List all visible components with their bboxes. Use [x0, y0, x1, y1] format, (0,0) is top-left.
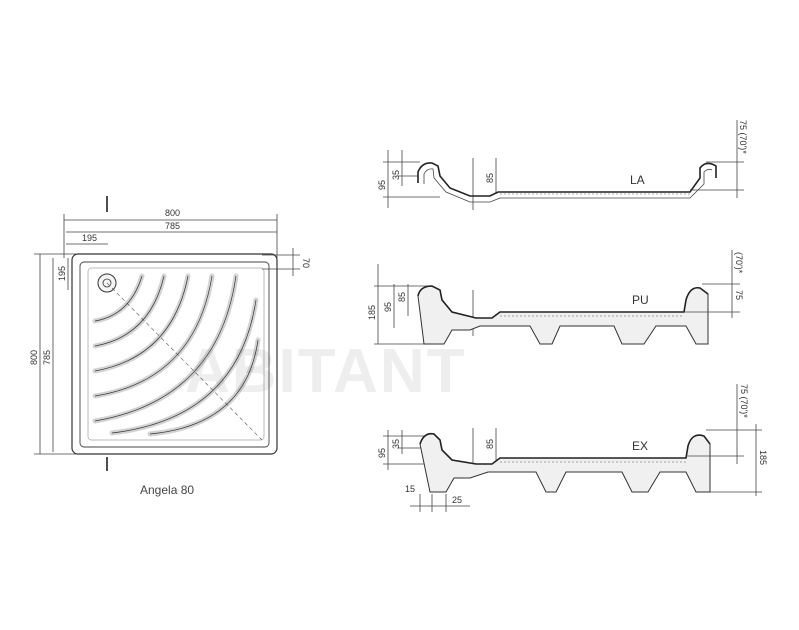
pu-dim-d: (70')*: [734, 252, 744, 274]
la-dim-c: 85: [485, 173, 495, 183]
ex-dim-e: 185: [758, 450, 768, 465]
ex-dim-a: 95: [377, 448, 387, 458]
dim-drain-x: 195: [82, 233, 97, 243]
section-pu: 185 95 85 (70')* 75 PU: [367, 250, 744, 345]
pu-dim-b: 95: [383, 302, 393, 312]
watermark: ABITANT: [185, 337, 466, 406]
pu-dim-e: 75: [734, 290, 744, 300]
la-label: LA: [630, 173, 645, 187]
la-dim-d: 75 (70')*: [738, 120, 748, 154]
section-ex: 95 35 85 15 25 75 (70')* 185 EX: [377, 384, 768, 512]
ex-dim-c: 85: [485, 439, 495, 449]
plan-caption: Angela 80: [140, 483, 194, 497]
ex-dim-f: 15: [405, 484, 415, 494]
ex-label: EX: [632, 439, 648, 453]
dim-width-inner: 785: [165, 221, 180, 231]
dim-height-inner: 785: [42, 350, 52, 365]
dim-height-outer: 800: [29, 350, 39, 365]
section-la: 95 35 85 75 (70')* LA: [377, 120, 748, 210]
dim-edge: 70: [301, 258, 311, 268]
pu-dim-c: 85: [397, 292, 407, 302]
dim-drain-y: 195: [57, 266, 67, 281]
ex-dim-b: 35: [391, 439, 401, 449]
dim-width-outer: 800: [165, 208, 180, 218]
pu-dim-a: 185: [367, 305, 377, 320]
ex-dim-g: 25: [452, 495, 462, 505]
plan-view: 800 785 195 800 785 195 70: [29, 196, 311, 497]
la-dim-b: 35: [391, 170, 401, 180]
la-dim-a: 95: [377, 180, 387, 190]
ex-dim-d: 75 (70')*: [739, 384, 749, 418]
pu-label: PU: [632, 293, 649, 307]
